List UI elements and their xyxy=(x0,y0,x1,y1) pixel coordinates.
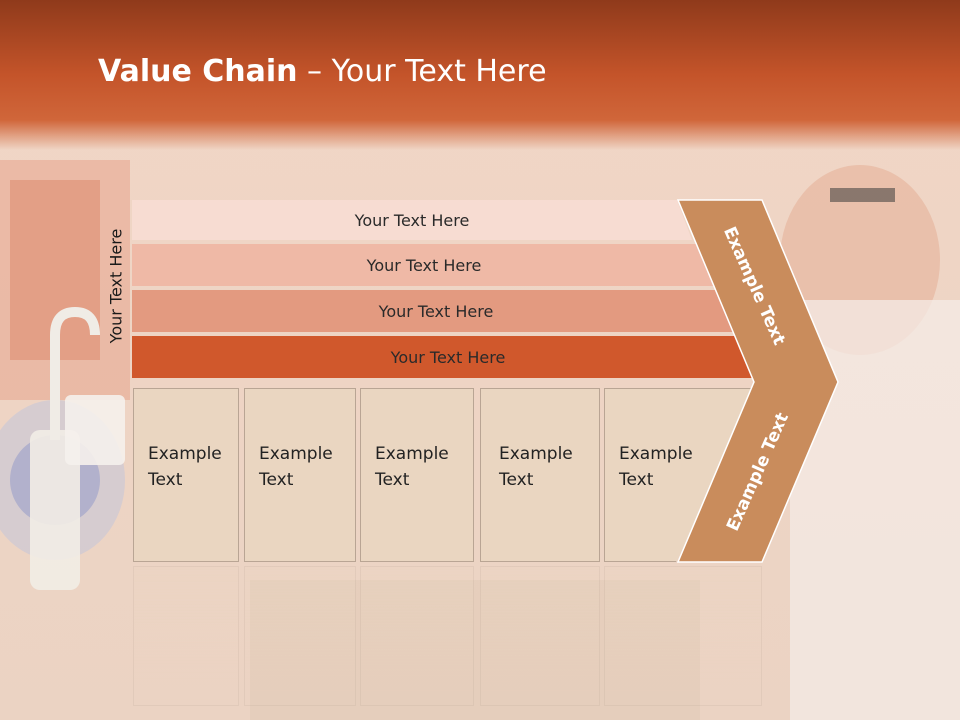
bar-2-label: Your Text Here xyxy=(366,255,482,275)
bar-3-label: Your Text Here xyxy=(378,301,494,321)
box-3-reflection xyxy=(360,566,474,706)
bar-4: Your Text Here xyxy=(132,336,764,378)
box-4-reflection xyxy=(480,566,600,706)
bar-4-label: Your Text Here xyxy=(390,347,506,367)
title-rest: – Your Text Here xyxy=(297,54,547,89)
box-2-line1: Example xyxy=(259,444,333,464)
bar-2: Your Text Here xyxy=(132,244,716,286)
box-2-line2: Text xyxy=(259,470,294,490)
bar-1-label: Your Text Here xyxy=(354,210,470,230)
box-4-line2: Text xyxy=(499,470,534,490)
box-3-line2: Text xyxy=(375,470,410,490)
side-label: Your Text Here xyxy=(106,228,126,344)
box-5-reflection xyxy=(604,566,762,706)
box-3-line1: Example xyxy=(375,444,449,464)
header-band xyxy=(0,0,960,150)
box-1-line2: Text xyxy=(148,470,183,490)
slide-title: Value Chain – Your Text Here xyxy=(98,54,547,89)
activity-box-4: Example Text xyxy=(480,388,600,562)
box-5-line2: Text xyxy=(619,470,654,490)
activity-box-1: Example Text xyxy=(133,388,239,562)
activity-box-3: Example Text xyxy=(360,388,474,562)
bar-1: Your Text Here xyxy=(132,200,692,240)
box-4-line1: Example xyxy=(499,444,573,464)
box-2-reflection xyxy=(244,566,356,706)
box-1-line1: Example xyxy=(148,444,222,464)
box-1-reflection xyxy=(133,566,239,706)
box-5-line1: Example xyxy=(619,444,693,464)
activity-box-2: Example Text xyxy=(244,388,356,562)
chevron-arrow xyxy=(676,199,839,563)
title-bold: Value Chain xyxy=(98,54,298,89)
bar-3: Your Text Here xyxy=(132,290,740,332)
